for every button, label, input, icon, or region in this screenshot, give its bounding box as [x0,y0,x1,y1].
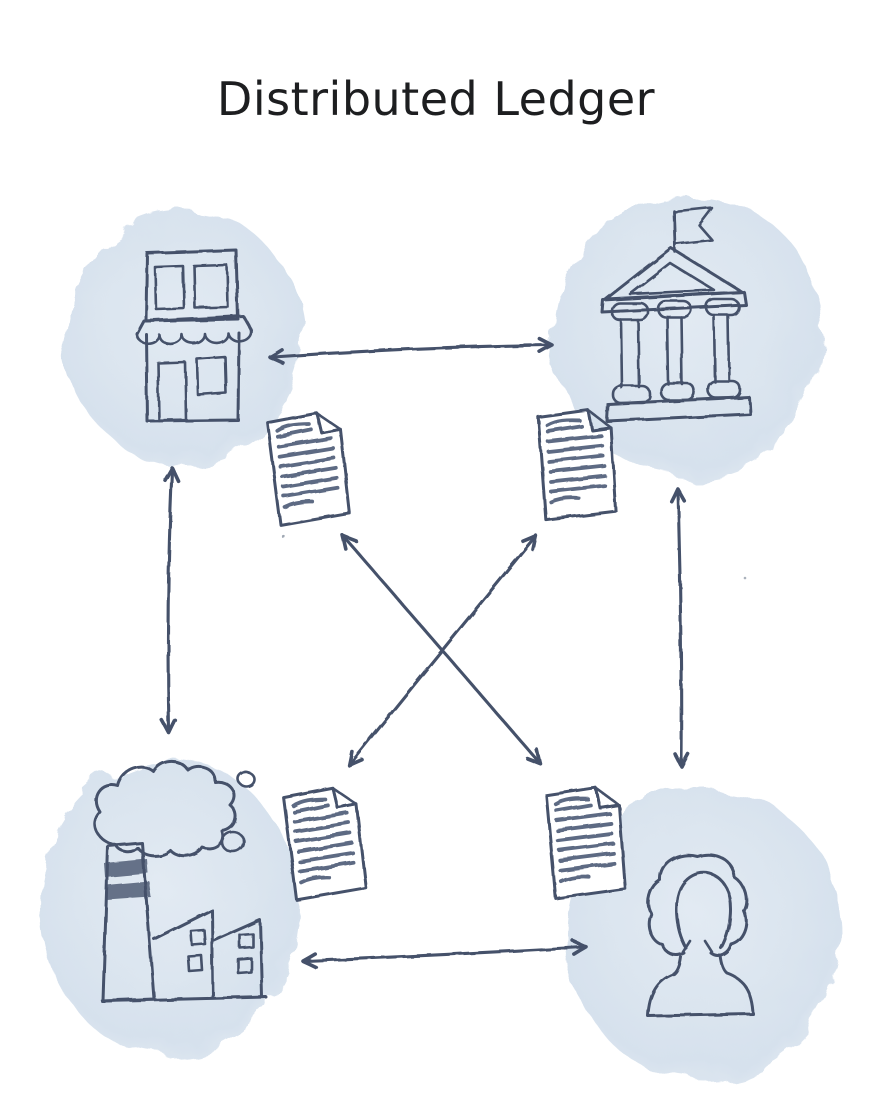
node-shop [135,248,253,423]
watercolor-blob-top-right [552,194,824,476]
factory-icon [93,760,268,1003]
document-icon [281,784,369,903]
arrow-factory-bank [347,533,538,768]
person-icon [646,852,755,1018]
watercolor-blobs [40,194,841,1080]
bank-icon [600,206,752,423]
document-icon [544,785,628,901]
arrow-shop-factory [160,466,180,735]
arrow-shop-bank [268,336,554,365]
node-bank [600,206,752,423]
storefront-icon [135,248,253,423]
watercolor-blob-bottom-right [565,786,841,1080]
document-icon [265,409,353,528]
node-factory [93,760,268,1003]
ledger-copy-4 [544,785,628,901]
watercolor-blob-top-left [65,212,305,464]
watercolor-blob-bottom-left [40,760,300,1056]
node-person [646,852,755,1018]
diagram-title: Distributed Ledger [216,72,656,126]
ink-layer [93,206,755,1018]
ink-speck [281,534,285,538]
arrow-bank-person [669,487,690,768]
ink-speck [743,576,747,580]
arrow-factory-person [301,939,588,969]
ledger-copy-3 [281,784,369,903]
ledger-copy-1 [265,409,353,528]
edges [160,336,690,969]
